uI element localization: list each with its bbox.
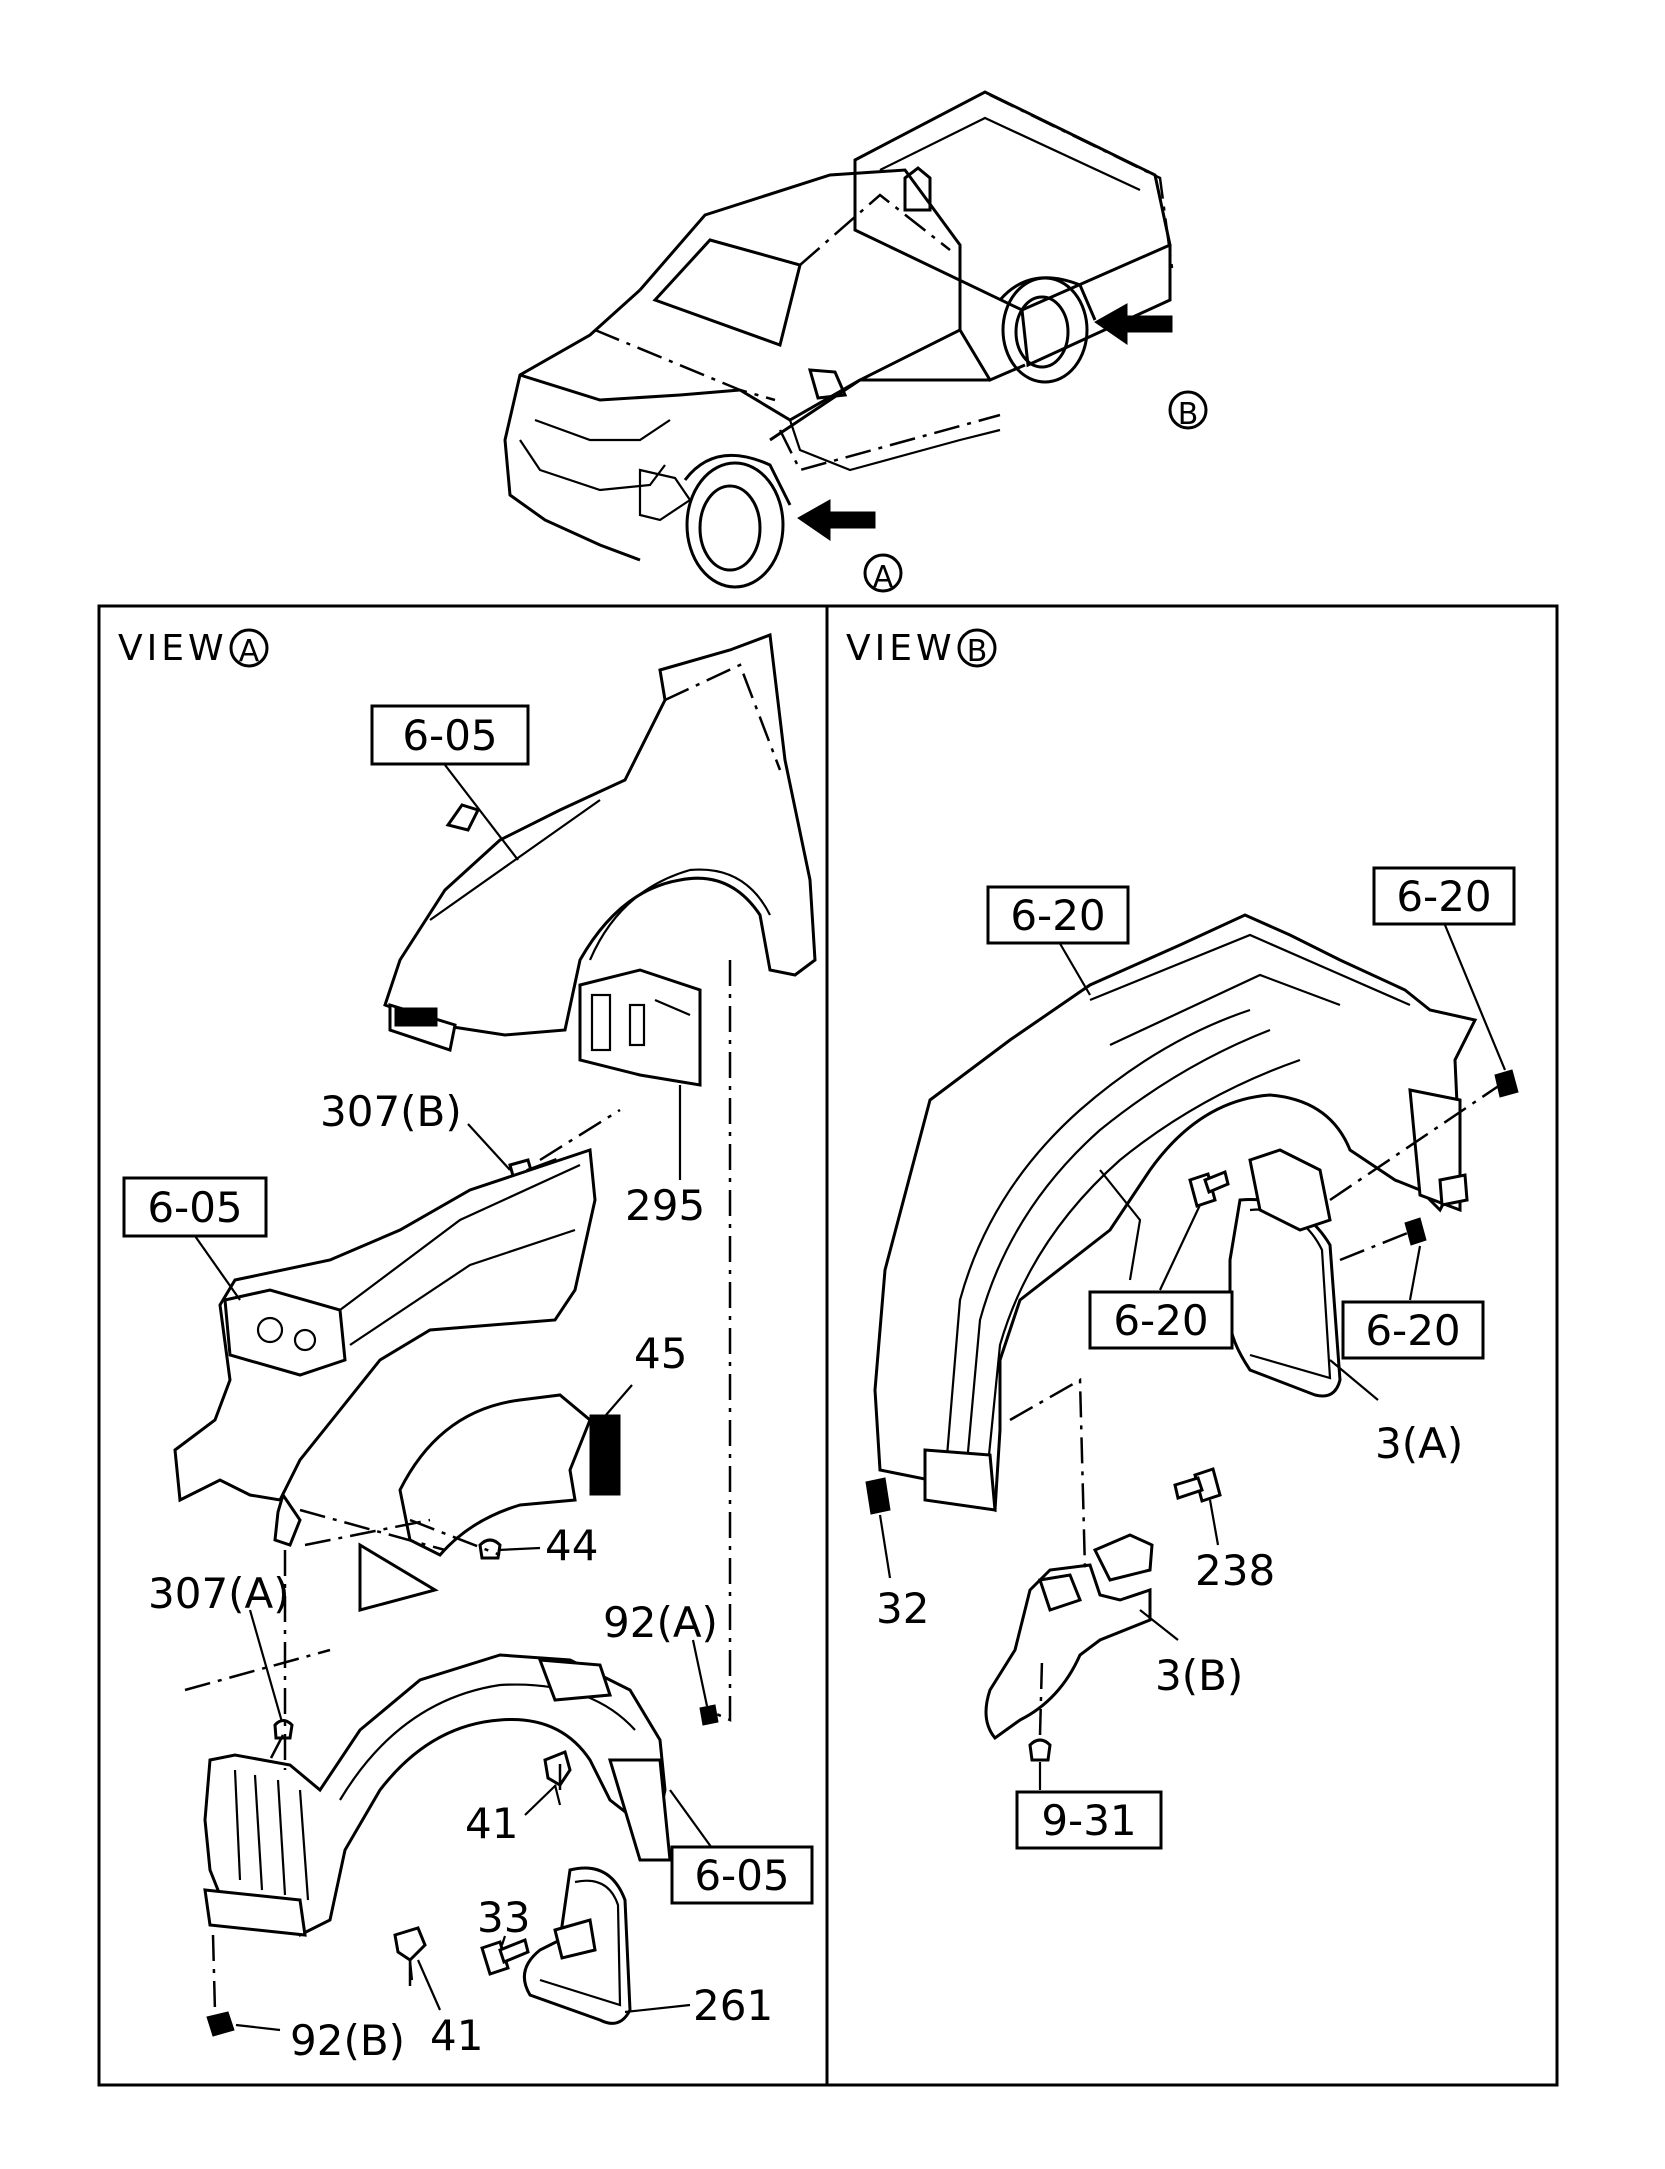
- label-9-31: 9-31: [1041, 1796, 1136, 1845]
- view-b-title-circle: [957, 628, 997, 668]
- label-6-20-mid: 6-20: [1113, 1296, 1208, 1345]
- label-6-20-low: 6-20: [1365, 1306, 1460, 1355]
- view-a-connector-lines: [184, 960, 732, 2013]
- mud-flap-3a: [1228, 1148, 1342, 1398]
- label-261: 261: [693, 1981, 773, 2030]
- view-a-arrow-circle: [863, 553, 903, 593]
- clip-6-20-right: [1404, 1217, 1427, 1246]
- view-a-arrow-letter: A: [873, 560, 894, 595]
- clip-41-upper: [543, 1749, 572, 1806]
- label-41-upper: 41: [465, 1799, 518, 1848]
- view-a-title: VIEW: [118, 628, 228, 669]
- label-41-lower: 41: [430, 2011, 483, 2060]
- label-6-05-liner: 6-05: [694, 1851, 789, 1900]
- label-45: 45: [634, 1329, 687, 1378]
- clip-44: [478, 1538, 502, 1560]
- shield-plate: [358, 1542, 439, 1612]
- view-a-arrow: [797, 499, 876, 541]
- rear-wheel-liner: [873, 913, 1478, 1513]
- view-b-leader-lines: [878, 924, 1507, 1790]
- label-295: 295: [625, 1181, 705, 1230]
- label-307b: 307(B): [320, 1087, 462, 1136]
- view-b-arrow-circle: [1168, 390, 1208, 430]
- bracket-295: [578, 968, 702, 1087]
- bolt-33: [480, 1937, 530, 1976]
- nut-92b: [206, 2011, 235, 2037]
- label-box-6-20-mid: [1088, 1290, 1234, 1350]
- bolt-238: [1173, 1467, 1222, 1503]
- view-b-arrow-letter: B: [1178, 397, 1199, 432]
- label-box-6-20-low: [1341, 1300, 1485, 1360]
- label-box-6-05-liner: [670, 1845, 814, 1905]
- clip-9-31: [1028, 1738, 1052, 1762]
- label-92b: 92(B): [290, 2016, 405, 2065]
- label-32: 32: [876, 1584, 929, 1633]
- clip-6-20-top: [1494, 1069, 1519, 1098]
- view-b-arrow: [1094, 303, 1173, 345]
- label-238: 238: [1195, 1546, 1275, 1595]
- front-fender: [383, 632, 817, 1052]
- mud-guard-3b: [984, 1533, 1154, 1741]
- label-box-6-20-liner: [986, 885, 1130, 945]
- label-6-05-inner: 6-05: [147, 1183, 242, 1232]
- inner-fender-panel: [173, 1147, 597, 1547]
- label-3a: 3(A): [1375, 1419, 1463, 1468]
- label-3b: 3(B): [1155, 1651, 1243, 1700]
- label-box-6-05-fender: [370, 704, 530, 766]
- view-b-title: VIEW: [846, 628, 956, 669]
- front-wheel-liner: [203, 1653, 672, 1937]
- label-box-9-31: [1015, 1790, 1163, 1850]
- bolt-6-20-mid: [1188, 1169, 1230, 1208]
- view-b-panel: [825, 604, 1559, 2087]
- clip-32: [865, 1477, 891, 1515]
- label-92a: 92(A): [603, 1598, 718, 1647]
- view-a-title-letter: A: [239, 634, 260, 669]
- view-b-title-letter: B: [967, 634, 988, 669]
- mud-flap-261: [522, 1866, 632, 2025]
- view-b-connector-lines: [1009, 1083, 1501, 1736]
- view-a-leader-lines: [194, 764, 723, 2032]
- label-33: 33: [477, 1893, 530, 1942]
- truck-illustration: [503, 90, 1174, 589]
- label-44: 44: [545, 1521, 598, 1570]
- label-box-6-05-inner: [122, 1176, 268, 1238]
- clip-307a: [273, 1719, 294, 1740]
- liner-45: [398, 1393, 621, 1557]
- view-a-title-circle: [229, 628, 269, 668]
- label-box-6-20-top: [1372, 866, 1516, 926]
- clip-92a: [699, 1704, 719, 1726]
- label-6-20-top: 6-20: [1396, 872, 1491, 921]
- label-6-05-fender: 6-05: [402, 711, 497, 760]
- label-307a: 307(A): [148, 1569, 290, 1618]
- label-6-20-liner: 6-20: [1010, 891, 1105, 940]
